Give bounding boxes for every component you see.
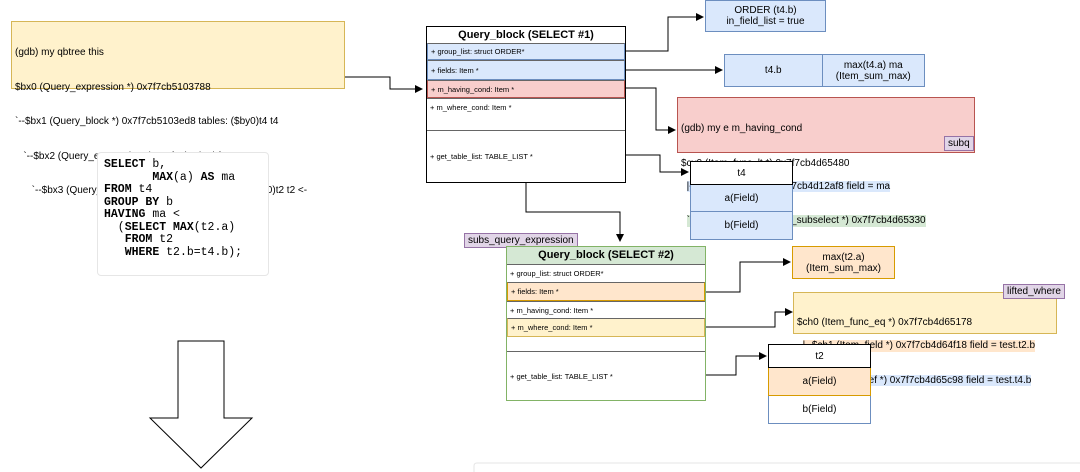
order-box: ORDER (t4.b) in_field_list = true: [705, 0, 826, 32]
qb1-spacer: [427, 116, 625, 130]
qb1-having-cond: + m_having_cond: Item *: [427, 80, 625, 98]
sql-keyword: SELECT MAX: [124, 220, 194, 234]
sql-line: FROM t2: [104, 233, 262, 247]
query-block-select-1: Query_block (SELECT #1) + group_list: st…: [426, 26, 626, 183]
sql-text: b: [159, 195, 174, 209]
where-line: $ch0 (Item_func_eq *) 0x7f7cb4d65178: [797, 317, 973, 328]
subq-tag: subq: [944, 136, 974, 151]
arrow-having-to-note: [625, 87, 676, 134]
qb2-table-list: + get_table_list: TABLE_LIST *: [507, 351, 705, 400]
sql-keyword: FROM: [124, 233, 153, 246]
t4-field-a: a(Field): [690, 185, 793, 212]
fields2-line1: max(t2.a): [822, 251, 865, 263]
sql-keyword: MAX: [152, 170, 174, 184]
t4-field-b: b(Field): [690, 212, 793, 240]
t2-field-b: b(Field): [768, 396, 871, 424]
arrow-qb2-tablelist: [706, 352, 767, 376]
sql-keyword: GROUP BY: [104, 195, 160, 209]
sql-text: t2.b=t4.b);: [159, 245, 243, 259]
sql-text: (t2.a): [193, 220, 236, 234]
arrow-tablelist-to-t4: [625, 154, 689, 176]
sql-keyword: SELECT: [104, 158, 146, 171]
qb1-group-list: + group_list: struct ORDER*: [427, 43, 625, 60]
qbtree-line: $bx0 (Query_expression *) 0x7f7cb5103788: [15, 81, 211, 93]
sql-keyword: AS: [200, 170, 215, 184]
arrow-qb2-where: [706, 308, 793, 328]
t4-name: t4: [690, 161, 793, 185]
qb1-title: Query_block (SELECT #1): [458, 29, 594, 41]
panel-edge: [473, 462, 1080, 472]
sql-text: (a): [173, 170, 201, 184]
qb2-having-cond: + m_having_cond: Item *: [507, 301, 705, 318]
fields2-box: max(t2.a) (Item_sum_max): [792, 246, 895, 279]
sql-line: SELECT b,: [104, 158, 262, 172]
sql-line: HAVING ma <: [104, 208, 262, 222]
fields1-col2: max(t4.a) ma (Item_sum_max): [822, 54, 925, 87]
sql-line: GROUP BY b: [104, 195, 262, 210]
sql-line: (SELECT MAX(t2.a): [104, 220, 262, 235]
sql-keyword: HAVING: [104, 208, 146, 221]
sql-text: [104, 233, 125, 246]
sql-keyword: WHERE: [124, 245, 160, 259]
fields2-line2: (Item_sum_max): [805, 262, 881, 274]
order-box-line1: ORDER (t4.b): [734, 5, 797, 16]
sql-text: ma: [214, 170, 236, 184]
sql-line: MAX(a) AS ma: [104, 170, 262, 185]
qbtree-line: (gdb) my qbtree this: [15, 47, 104, 58]
qb2-group-list: + group_list: struct ORDER*: [507, 264, 705, 282]
qb1-where-cond: + m_where_cond: Item *: [427, 98, 625, 116]
t4-table: t4 a(Field) b(Field): [690, 161, 793, 240]
sql-keyword: FROM: [104, 183, 132, 196]
qbtree-line: `--$bx1 (Query_block *) 0x7f7cb5103ed8 t…: [15, 116, 279, 127]
sql-text: ma <: [145, 208, 180, 221]
sql-text: b,: [145, 158, 167, 171]
qb2-title: Query_block (SELECT #2): [507, 247, 705, 264]
sql-text: [104, 171, 152, 184]
qb2-spacer: [507, 337, 705, 351]
t2-field-a: a(Field): [768, 368, 871, 396]
fields1-col1: t4.b: [724, 54, 823, 87]
sql-line: FROM t4: [104, 183, 262, 197]
having-note: (gdb) my e m_having_cond $cv0 (Item_func…: [677, 97, 975, 227]
qb2-fields: + fields: Item *: [507, 282, 705, 301]
qb2-where-cond: + m_where_cond: Item *: [507, 318, 705, 337]
order-box-line2: in_field_list = true: [726, 16, 805, 27]
sql-text: t2: [152, 233, 174, 246]
query-block-select-2: Query_block (SELECT #2) + group_list: st…: [506, 246, 706, 401]
arrow-qb1-to-qb2: [525, 182, 624, 242]
arrow-qbtree-to-qb1: [345, 76, 423, 93]
fields1-list: t4.b max(t4.a) ma (Item_sum_max): [724, 54, 925, 87]
sql-line: WHERE t2.b=t4.b);: [104, 245, 262, 260]
t2-table: t2 a(Field) b(Field): [768, 344, 871, 424]
arrow-qb2-fields: [706, 258, 791, 293]
sql-text: t4: [131, 183, 153, 196]
fields1-col2-line2: (Item_sum_max): [835, 70, 911, 82]
sql-text: (: [104, 220, 125, 234]
big-down-arrow: [148, 340, 254, 469]
lifted-where-tag: lifted_where: [1003, 284, 1065, 299]
where-note: $ch0 (Item_func_eq *) 0x7f7cb4d65178 |--…: [793, 292, 1057, 386]
qb1-table-list: + get_table_list: TABLE_LIST *: [427, 130, 625, 182]
arrow-group-list-to-order: [625, 13, 704, 52]
qbtree-note: (gdb) my qbtree this $bx0 (Query_express…: [11, 21, 345, 196]
sql-text: [104, 246, 125, 259]
fields1-col2-line1: max(t4.a) ma: [843, 59, 903, 71]
qb1-fields: + fields: Item *: [427, 60, 625, 80]
having-line: (gdb) my e m_having_cond: [681, 123, 803, 134]
t2-name: t2: [768, 344, 871, 368]
